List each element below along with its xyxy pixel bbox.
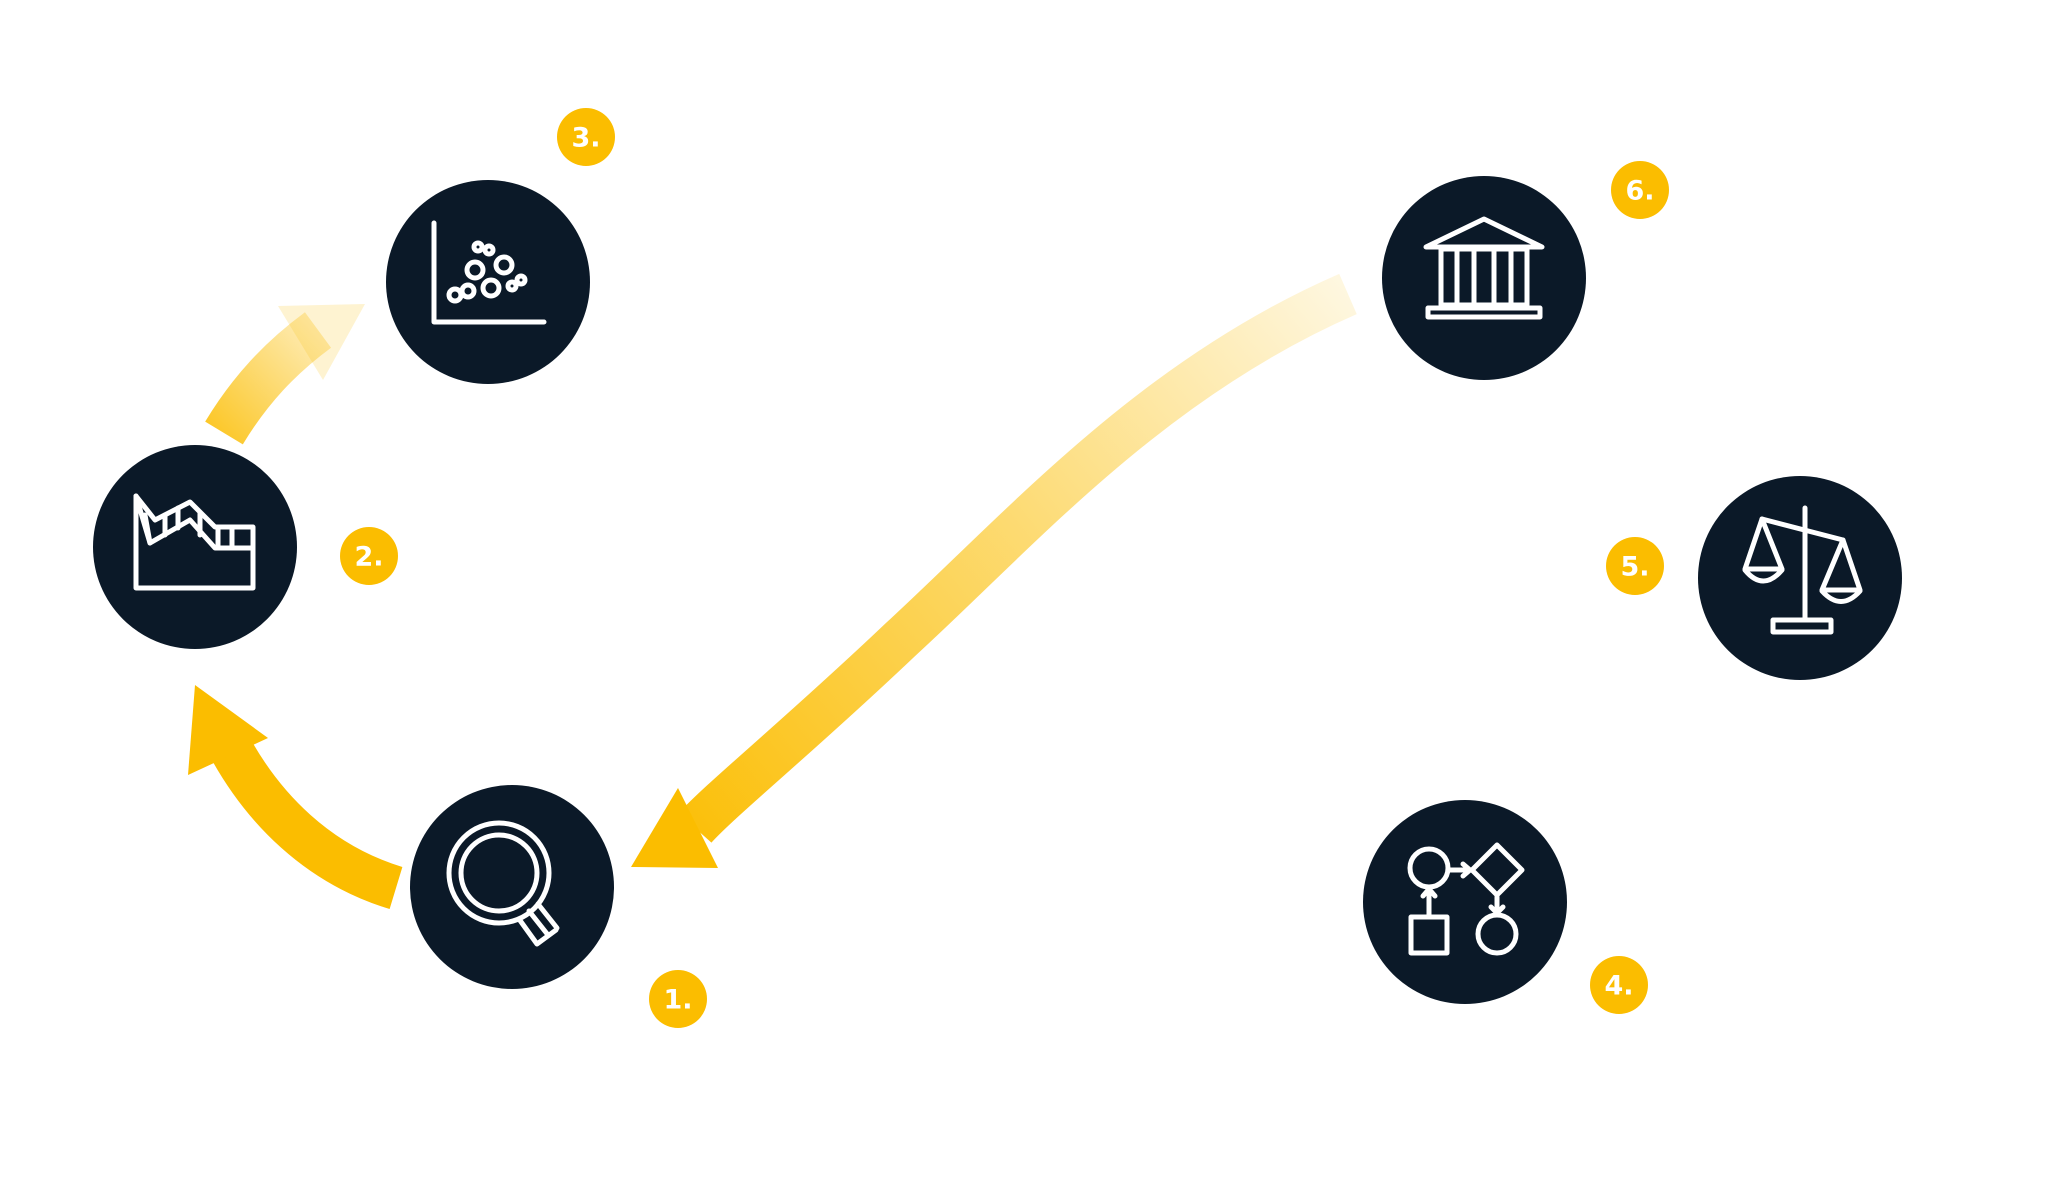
node-5 xyxy=(1698,476,1902,680)
arrow-6-to-1-head xyxy=(631,788,718,868)
scatter-plot-icon xyxy=(431,220,547,325)
node-4 xyxy=(1363,800,1567,1004)
node-6-circle xyxy=(1382,176,1586,380)
badge-2: 2. xyxy=(340,527,398,585)
node-5-circle xyxy=(1698,476,1902,680)
badge-4: 4. xyxy=(1590,956,1648,1014)
badge-1: 1. xyxy=(649,970,707,1028)
arrow-2-to-3 xyxy=(205,304,365,445)
process-flow-icon xyxy=(1407,842,1525,956)
node-2 xyxy=(93,445,297,649)
badge-2-label: 2. xyxy=(354,542,383,573)
badge-6: 6. xyxy=(1611,161,1669,219)
magnifier-icon xyxy=(446,820,560,947)
arrow-6-to-1 xyxy=(631,273,1357,868)
badge-6-label: 6. xyxy=(1625,176,1654,207)
node-4-circle xyxy=(1363,800,1567,1004)
factory-icon xyxy=(133,493,256,591)
node-1 xyxy=(410,785,614,989)
badge-3-label: 3. xyxy=(571,123,600,154)
node-1-circle xyxy=(410,785,614,989)
badge-1-label: 1. xyxy=(663,985,692,1016)
arrow-1-to-2-head xyxy=(188,685,268,775)
badge-4-label: 4. xyxy=(1604,971,1633,1002)
badge-5-label: 5. xyxy=(1620,552,1649,583)
arrow-2-to-3-head xyxy=(278,304,365,380)
scales-of-justice-icon xyxy=(1742,505,1863,635)
arrow-1-to-2 xyxy=(188,685,403,910)
badge-3: 3. xyxy=(557,108,615,166)
badge-5: 5. xyxy=(1606,537,1664,595)
bank-building-icon xyxy=(1423,216,1545,320)
node-3 xyxy=(386,180,590,384)
node-6 xyxy=(1382,176,1586,380)
node-2-circle xyxy=(93,445,297,649)
